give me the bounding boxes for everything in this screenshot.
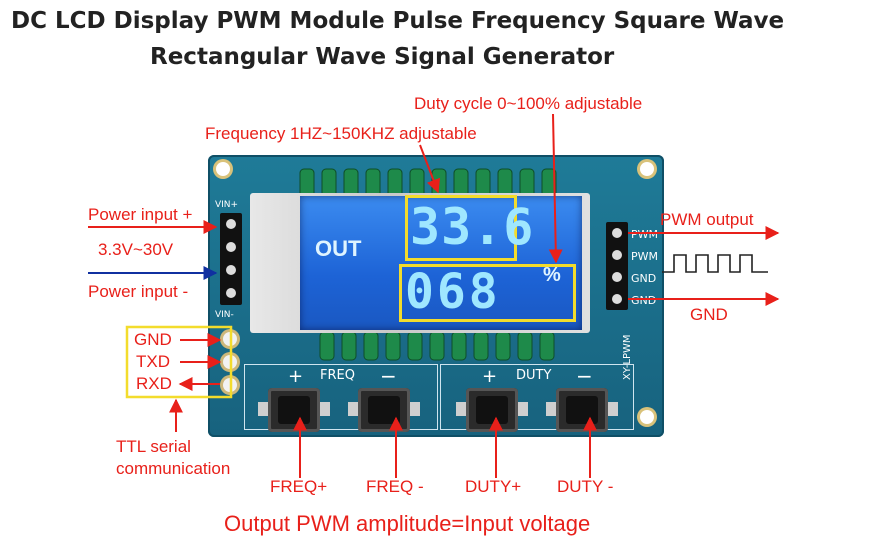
duty-cycle-callout: Duty cycle 0~100% adjustable [414,94,643,113]
power-plus-callout: Power input + [88,205,193,224]
frequency-arrow [419,144,441,194]
pwm-output-callout: PWM output [660,210,754,229]
pwm-pin-4 [612,294,622,304]
title-line-1: DC LCD Display PWM Module Pulse Frequenc… [11,8,785,34]
ttl-label-gnd: GND [134,330,172,349]
duty-group-outline [440,364,634,430]
silk-duty-plus: + [482,366,498,387]
mounting-hole [216,162,230,176]
square-wave-icon [662,254,768,273]
freq-plus-label: FREQ+ [270,477,328,496]
ttl-label-rxd: RXD [136,374,172,393]
frequency-callout: Frequency 1HZ~150KHZ adjustable [205,124,477,143]
ttl-label-txd: TXD [136,352,170,371]
silk-duty: DUTY [516,368,552,383]
lcd-bottom-pins [319,331,555,361]
silk-duty-minus: − [576,364,593,388]
voltage-callout: 3.3V~30V [98,240,174,259]
mounting-hole [640,162,654,176]
ttl-highlight-box [125,325,233,399]
title-line-2: Rectangular Wave Signal Generator [150,44,615,70]
lcd-out-label: OUT [315,236,362,261]
silk-freq-plus: + [288,366,304,387]
silk-freq-minus: − [380,364,397,388]
freq-plus-switch[interactable] [258,388,330,432]
right-pin-label-1: PWM [631,228,659,241]
output-note: Output PWM amplitude=Input voltage [224,511,591,536]
pwm-header [606,222,628,310]
pwm-pin-3 [612,272,622,282]
duty-cycle-arrow [548,113,563,264]
pwm-pin-1 [612,228,622,238]
freq-group-outline [244,364,438,430]
lcd-screen [300,196,582,330]
vin-minus-silk: VIN- [215,310,234,320]
gnd-output-callout: GND [690,305,728,324]
freq-minus-label: FREQ - [366,477,424,496]
right-pin-label-2: PWM [631,250,659,263]
vin-header [220,213,242,305]
vin-pin-2 [226,242,236,252]
pwm-pin-2 [612,250,622,260]
vin-pin-3 [226,265,236,275]
vin-pin-1 [226,219,236,229]
vin-pin-4 [226,288,236,298]
power-minus-callout: Power input - [88,282,189,301]
duty-highlight-box [399,264,576,322]
vin-plus-silk: VIN+ [215,200,239,210]
ttl-callout: TTL serial communication [116,437,231,478]
silk-freq: FREQ [320,368,355,383]
freq-highlight-box [405,195,517,261]
lcd-percent: % [543,264,561,286]
lcd-duty-value: 068 [405,264,501,320]
mounting-hole [640,410,654,424]
lcd-freq-value: 33.6 [410,198,535,256]
right-pin-label-4: GND [631,294,657,307]
duty-plus-label: DUTY+ [465,477,522,496]
right-pin-label-3: GND [631,272,657,285]
duty-minus-label: DUTY - [557,477,614,496]
